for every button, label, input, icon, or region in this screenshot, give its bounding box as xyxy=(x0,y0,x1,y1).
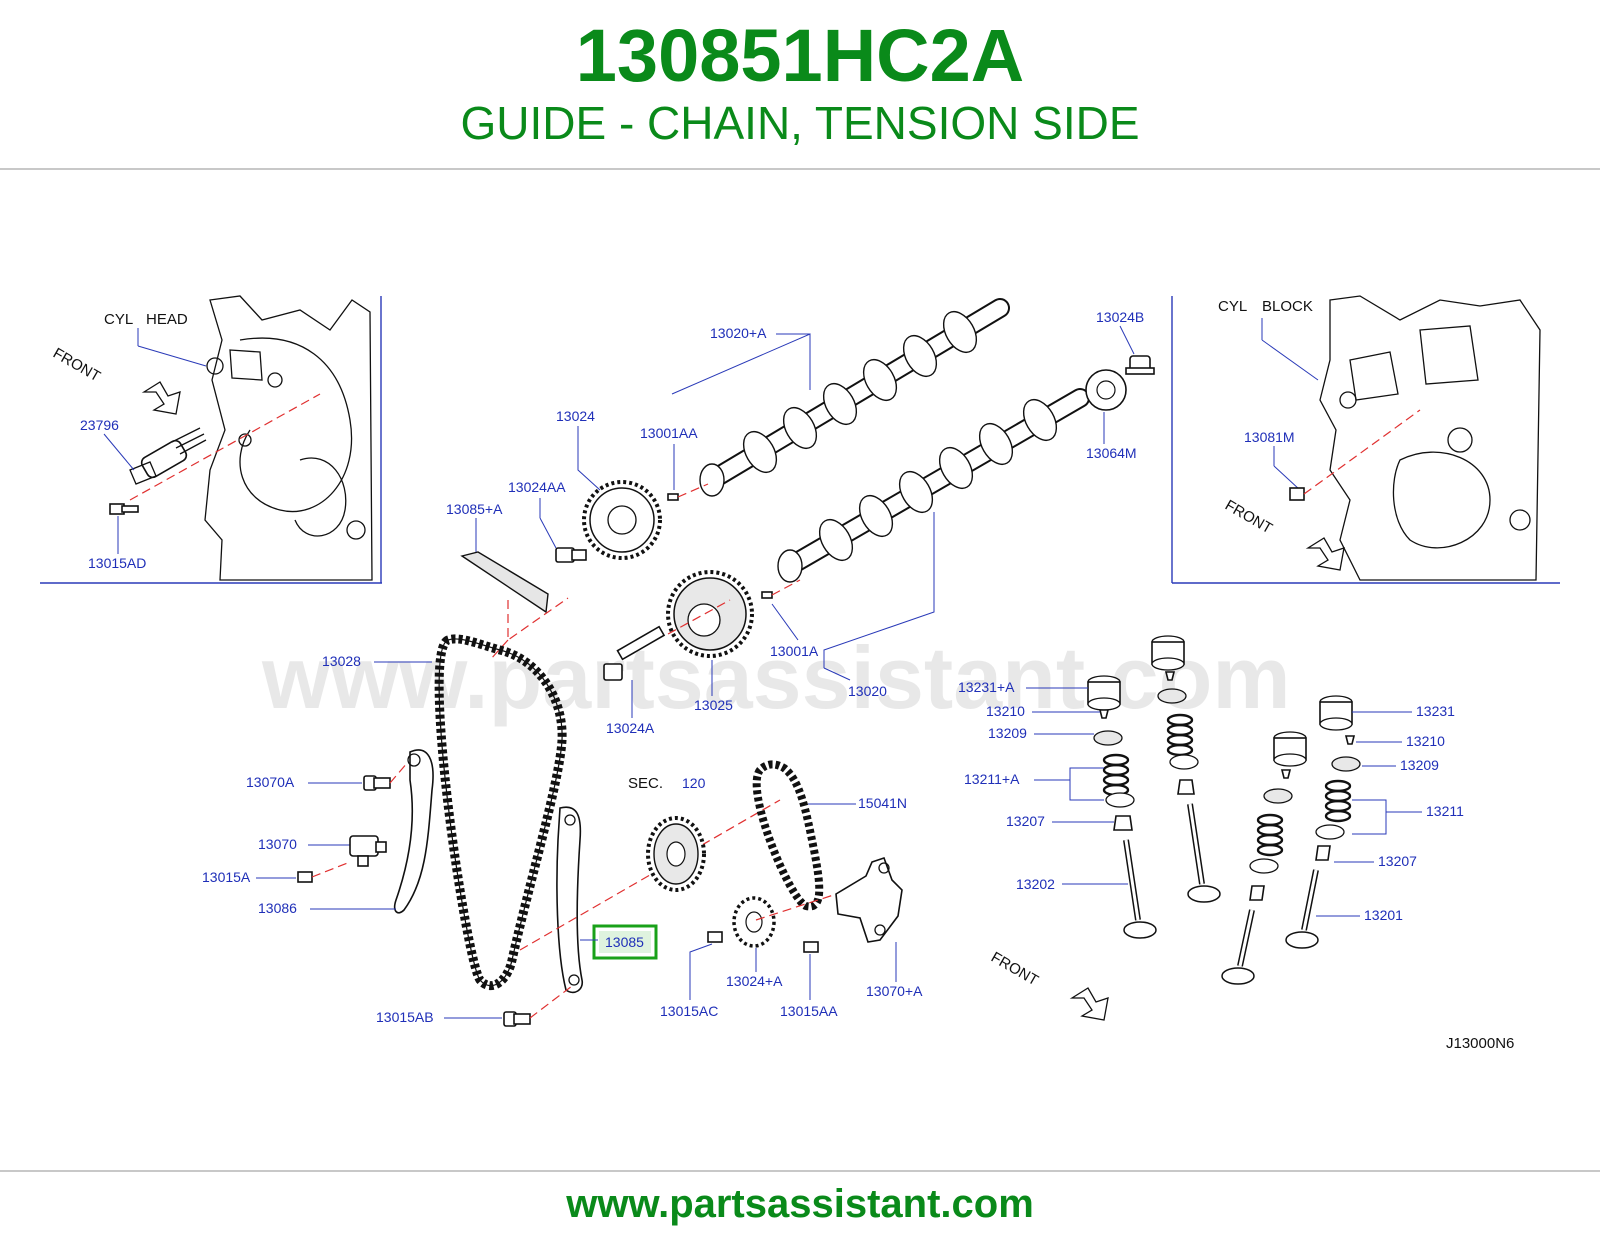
callout-13070: 13070 xyxy=(258,836,297,852)
callout-13085A: 13085+A xyxy=(446,501,503,517)
block-label: BLOCK xyxy=(1262,298,1313,315)
callout-13001AA: 13001AA xyxy=(640,425,698,441)
callout-13202: 13202 xyxy=(1016,876,1055,892)
callout-13070Aplus: 13070+A xyxy=(866,983,923,999)
bolt-13024AA xyxy=(555,547,587,563)
part-name-subtitle: GUIDE - CHAIN, TENSION SIDE xyxy=(460,97,1140,149)
callout-13024AA: 13024AA xyxy=(508,479,566,495)
watermark-text: www.partsassistant.com xyxy=(261,628,1291,727)
guide-13085A xyxy=(460,551,549,614)
callout-13024A: 13024A xyxy=(606,720,655,736)
bolt-13024B xyxy=(1125,355,1155,375)
right-inset-cyl-block: CYL BLOCK 13081M FRONT xyxy=(1171,295,1560,584)
callout-13209-right: 13209 xyxy=(1400,757,1439,773)
callout-13081M: 13081M xyxy=(1244,429,1295,445)
bolt-13015AB xyxy=(503,1011,531,1027)
cyl-label: CYL xyxy=(104,311,133,328)
callout-13085: 13085 xyxy=(605,934,644,950)
oil-pump-sprocket xyxy=(732,896,776,948)
front-arrow-center-icon xyxy=(1069,987,1109,1021)
callout-13025: 13025 xyxy=(694,697,733,713)
valve-train-far-right xyxy=(1285,695,1361,949)
head-label: HEAD xyxy=(146,311,188,328)
callout-15041N: 15041N xyxy=(858,795,907,811)
sensor-13081M xyxy=(1289,487,1305,501)
callout-23796: 23796 xyxy=(80,417,119,433)
callout-13211: 13211 xyxy=(1426,803,1464,819)
bolt-13024A xyxy=(603,625,666,681)
callout-13015AB: 13015AB xyxy=(376,1009,434,1025)
pin-13001AA xyxy=(667,493,679,501)
front-arrow-left-icon xyxy=(141,381,181,415)
part-number-title: 130851HC2A xyxy=(575,14,1025,97)
front-label-center: FRONT xyxy=(988,949,1041,990)
bolt-13015AA xyxy=(803,941,819,953)
callout-13024B: 13024B xyxy=(1096,309,1144,325)
front-arrow-right-icon xyxy=(1305,537,1345,571)
valve-train-left xyxy=(1087,675,1157,939)
front-label-left: FRONT xyxy=(50,345,103,386)
front-label-right: FRONT xyxy=(1222,497,1275,538)
bolt-13015A xyxy=(297,871,313,883)
highlight-box-13085 xyxy=(592,924,658,960)
footer-site-link[interactable]: www.partsassistant.com xyxy=(566,1182,1034,1226)
callout-13015AC: 13015AC xyxy=(660,1003,718,1019)
callout-13015AD: 13015AD xyxy=(88,555,146,571)
bolt-13015AC xyxy=(707,931,723,943)
callout-13020: 13020 xyxy=(848,683,887,699)
left-inset-cyl-head: CYL HEAD FRONT 23796 13015AD xyxy=(40,295,382,584)
callout-13020A: 13020+A xyxy=(710,325,767,341)
oil-control-valve-23796 xyxy=(129,427,207,485)
sprocket-13024 xyxy=(582,480,662,560)
sec-number: 120 xyxy=(682,775,706,791)
header-divider xyxy=(0,168,1600,170)
plate-13064M xyxy=(1085,369,1127,411)
callout-13070A: 13070A xyxy=(246,774,295,790)
exhaust-camshaft-13020A xyxy=(699,298,1010,497)
callout-13209-left: 13209 xyxy=(988,725,1027,741)
callout-13210-left: 13210 xyxy=(986,703,1025,719)
callout-13001A: 13001A xyxy=(770,643,819,659)
valve-train-right xyxy=(1221,731,1307,985)
callout-13231: 13231 xyxy=(1416,703,1455,719)
bolt-13015AD xyxy=(109,503,139,515)
cyl-head-casting xyxy=(204,295,373,581)
callout-13201: 13201 xyxy=(1364,907,1403,923)
callout-13015AA: 13015AA xyxy=(780,1003,838,1019)
callout-13028: 13028 xyxy=(322,653,361,669)
footer-divider xyxy=(0,1170,1600,1172)
slack-guide-13086 xyxy=(393,749,434,914)
callout-13231A: 13231+A xyxy=(958,679,1015,695)
valve-train-center xyxy=(1151,635,1221,903)
cyl-block-casting xyxy=(1319,295,1541,581)
callout-13024: 13024 xyxy=(556,408,595,424)
callout-13210-right: 13210 xyxy=(1406,733,1445,749)
tension-guide-13085 xyxy=(556,806,584,994)
bolt-13070A xyxy=(363,775,391,791)
intake-camshaft-13020 xyxy=(777,388,1090,583)
tensioner-13070 xyxy=(349,835,387,867)
callout-13015A: 13015A xyxy=(202,869,251,885)
camshaft-sprocket-13025 xyxy=(666,570,754,658)
cyl-label-right: CYL xyxy=(1218,298,1247,315)
callout-13024Aplus: 13024+A xyxy=(726,973,783,989)
oil-pump-chain-15041N xyxy=(752,760,824,911)
highlight-fill-13085 xyxy=(599,931,651,953)
pin-13001A xyxy=(761,591,773,599)
oil-pump-tensioner-13070A xyxy=(835,856,903,943)
sec-label: SEC. xyxy=(628,775,663,792)
callout-13207-left: 13207 xyxy=(1006,813,1045,829)
page-header: 130851HC2A GUIDE - CHAIN, TENSION SIDE xyxy=(0,0,1600,170)
callout-13086: 13086 xyxy=(258,900,297,916)
callout-13207-right: 13207 xyxy=(1378,853,1417,869)
callout-13211A: 13211+A xyxy=(964,771,1020,787)
callout-13064M: 13064M xyxy=(1086,445,1137,461)
diagram-code: J13000N6 xyxy=(1446,1035,1514,1052)
crank-sprocket xyxy=(646,816,706,892)
